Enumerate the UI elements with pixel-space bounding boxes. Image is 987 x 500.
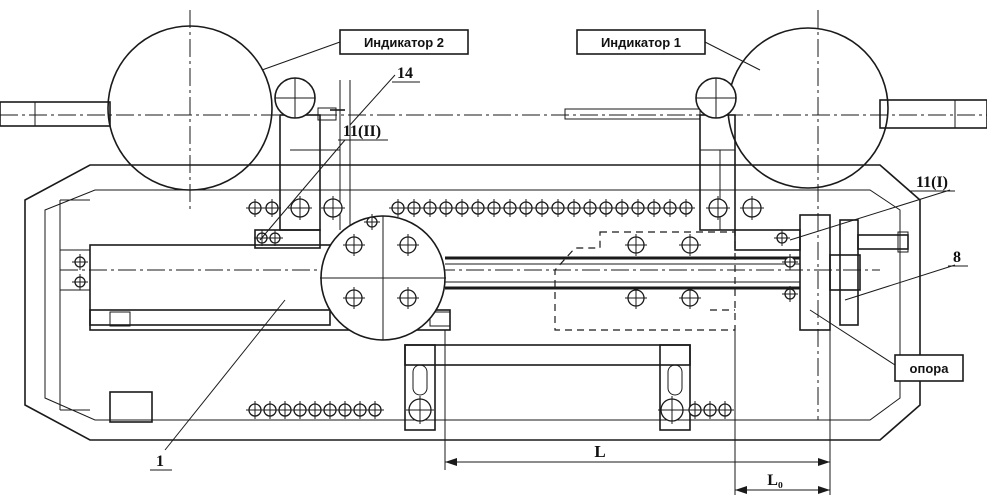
bolt-hole: [679, 287, 701, 309]
bolt-hole: [549, 199, 567, 217]
bolt-hole: [366, 401, 384, 419]
dimension-L0: L₀: [734, 330, 830, 495]
bolt-hole: [629, 199, 647, 217]
clamp-disc: [320, 215, 446, 341]
bolt-hole: [246, 199, 264, 217]
bolt-hole: [679, 234, 701, 256]
bolt-hole: [597, 199, 615, 217]
bolt-hole: [625, 234, 647, 256]
part-8-label: 8: [953, 249, 961, 266]
bolt-hole: [453, 199, 471, 217]
part-14-label: 14: [397, 65, 413, 82]
bolt-holes: [72, 196, 798, 424]
bolt-hole: [389, 199, 407, 217]
nameplate: [109, 391, 153, 423]
bolt-hole: [437, 199, 455, 217]
bolt-hole: [405, 199, 423, 217]
bolt-hole: [397, 287, 419, 309]
right-shaft: [879, 99, 987, 129]
part-1-label: 1: [156, 453, 164, 470]
bolt-hole: [263, 199, 281, 217]
bolt-hole: [72, 254, 88, 270]
bolt-hole: [267, 230, 283, 246]
bolt-hole: [321, 196, 345, 220]
lower-slide: [404, 344, 691, 431]
indicator1-label: Индикатор 1: [601, 35, 681, 50]
bolt-hole: [613, 199, 631, 217]
indicator2-head: [274, 77, 316, 119]
bolt-hole: [716, 401, 734, 419]
slider-bars: [445, 256, 800, 290]
part-11-ii-label: 11(II): [343, 123, 381, 140]
bolt-hole: [397, 234, 419, 256]
bolt-hole: [364, 214, 380, 230]
bolt-hole: [288, 196, 312, 220]
bolt-hole: [343, 234, 365, 256]
dim-L-label: L: [594, 442, 605, 461]
indicator2-label: Индикатор 2: [364, 35, 444, 50]
indicator1-label-box: Индикатор 1: [576, 29, 706, 55]
bolt-hole: [661, 199, 679, 217]
indicator-rod: [317, 107, 701, 121]
indicator1-head: [695, 77, 737, 119]
bolt-hole: [677, 199, 695, 217]
bolt-hole: [501, 199, 519, 217]
leader-lines: [164, 41, 956, 451]
support-label: опора: [910, 361, 950, 376]
bolt-hole: [581, 199, 599, 217]
bolt-hole: [782, 254, 798, 270]
indicator2-label-box: Индикатор 2: [339, 29, 469, 55]
bolt-hole: [421, 199, 439, 217]
bolt-hole: [406, 396, 434, 424]
support-block: [734, 214, 909, 331]
bolt-hole: [343, 287, 365, 309]
bolt-hole: [658, 396, 686, 424]
bolt-hole: [774, 230, 790, 246]
left-shaft: [0, 101, 111, 127]
bolt-hole: [533, 199, 551, 217]
dimension-L: L: [444, 330, 831, 495]
bolt-hole: [645, 199, 663, 217]
indicator1-dial: [727, 27, 889, 189]
bolt-hole: [485, 199, 503, 217]
bolt-hole: [706, 196, 730, 220]
dashed-carriage: [554, 231, 736, 331]
bolt-hole: [625, 287, 647, 309]
bolt-hole: [565, 199, 583, 217]
support-label-box: опора: [894, 354, 964, 382]
bolt-hole: [469, 199, 487, 217]
housing-outline: [24, 164, 921, 441]
bolt-hole: [782, 286, 798, 302]
dim-L0-label: L₀: [767, 472, 783, 489]
bolt-hole: [740, 196, 764, 220]
part-11-i-label: 11(I): [916, 174, 948, 191]
bolt-hole: [72, 274, 88, 290]
bolt-hole: [517, 199, 535, 217]
